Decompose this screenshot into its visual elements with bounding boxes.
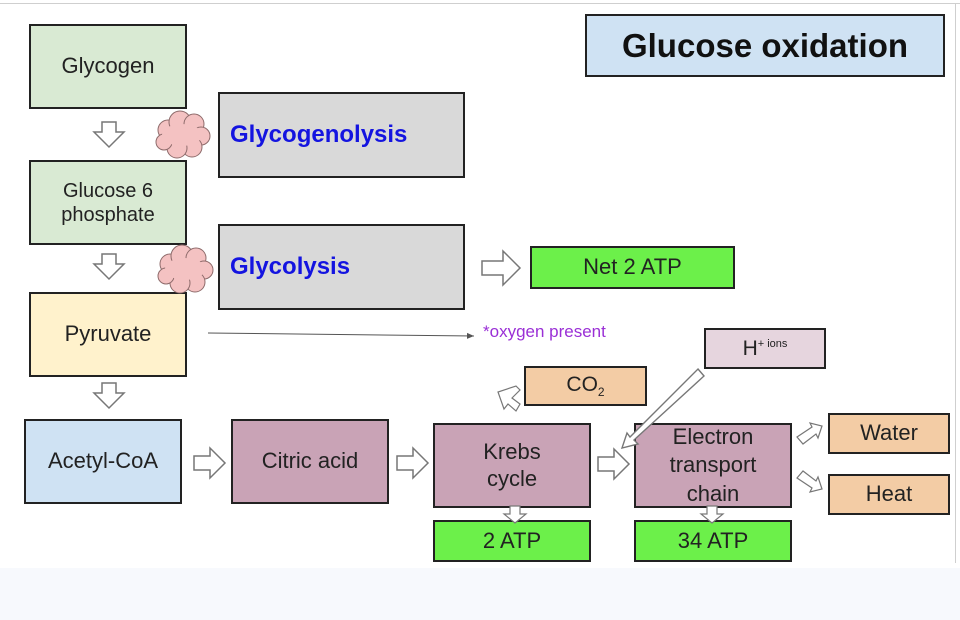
h-ions-arrow: [620, 367, 705, 449]
water-label: Water: [860, 420, 918, 446]
h-superscript: + ions: [757, 337, 788, 350]
right-arrow-icon: [193, 446, 227, 480]
cloud-icon: [157, 244, 214, 294]
etc-atp-box: 34 ATP: [634, 520, 792, 562]
down-arrow-icon: [92, 121, 126, 149]
krebs-atp-arrow-icon: [502, 505, 528, 524]
right-border: [955, 3, 956, 563]
krebs-label-line1: Krebs: [483, 439, 541, 465]
citric-acid-label: Citric acid: [261, 448, 359, 474]
down-arrow-icon: [92, 382, 126, 410]
glycolysis-label: Glycolysis: [230, 252, 351, 280]
slide: Glucose oxidation Glycogen Glucose 6 pho…: [0, 3, 960, 563]
oxygen-arrow: [207, 332, 475, 339]
pyruvate-label: Pyruvate: [64, 321, 152, 347]
glycogenolysis-box: Glycogenolysis: [218, 92, 465, 178]
h-main: H: [742, 336, 758, 360]
co2-arrow-icon: [497, 385, 521, 412]
heat-box: Heat: [828, 474, 950, 515]
acetyl-coa-label: Acetyl-CoA: [47, 448, 159, 474]
connectors-overlay: [92, 110, 823, 524]
pyruvate-box: Pyruvate: [29, 292, 187, 377]
citric-acid-box: Citric acid: [231, 419, 389, 504]
title-text: Glucose oxidation: [621, 26, 909, 64]
right-arrow-icon: [597, 447, 631, 481]
glycogen-label: Glycogen: [61, 53, 155, 79]
co2-label: CO2: [566, 372, 604, 400]
title-box: Glucose oxidation: [585, 14, 945, 77]
oxygen-present-annotation: *oxygen present: [483, 322, 606, 341]
etc-label-line2: transport: [669, 452, 757, 478]
right-arrow-icon: [481, 249, 522, 287]
acetyl-coa-box: Acetyl-CoA: [24, 419, 182, 504]
h-ions-box: H+ ions: [704, 328, 826, 369]
etc-atp-arrow-icon: [699, 505, 725, 524]
krebs-atp-label: 2 ATP: [482, 527, 542, 553]
krebs-cycle-box: Krebs cycle: [433, 423, 591, 508]
etc-atp-label: 34 ATP: [677, 527, 749, 553]
co2-subscript: 2: [597, 385, 605, 400]
glucose-6-phosphate-box: Glucose 6 phosphate: [29, 160, 187, 245]
h-ions-label: H+ ions: [743, 336, 788, 361]
glycogenolysis-label: Glycogenolysis: [230, 120, 408, 148]
etc-label-line1: Electron: [672, 423, 754, 449]
g6p-label-line2: phosphate: [61, 203, 155, 226]
heat-label: Heat: [865, 481, 913, 507]
krebs-label-line2: cycle: [486, 465, 538, 491]
net-atp-box: Net 2 ATP: [530, 246, 735, 289]
co2-main: CO: [566, 373, 598, 397]
glycolysis-box: Glycolysis: [218, 224, 465, 310]
net-atp-label: Net 2 ATP: [583, 254, 682, 280]
water-arrow-icon: [796, 422, 823, 445]
glycogen-box: Glycogen: [29, 24, 187, 109]
water-box: Water: [828, 413, 950, 454]
down-arrow-icon: [92, 253, 126, 281]
etc-label-line3: chain: [686, 480, 740, 506]
co2-box: CO2: [524, 366, 647, 406]
cloud-icon: [155, 110, 211, 159]
g6p-label-line1: Glucose 6: [62, 179, 154, 202]
krebs-atp-box: 2 ATP: [433, 520, 591, 562]
heat-arrow-icon: [796, 470, 823, 493]
electron-transport-chain-box: Electron transport chain: [634, 423, 792, 508]
top-border: [0, 3, 960, 4]
right-arrow-icon: [396, 446, 430, 480]
